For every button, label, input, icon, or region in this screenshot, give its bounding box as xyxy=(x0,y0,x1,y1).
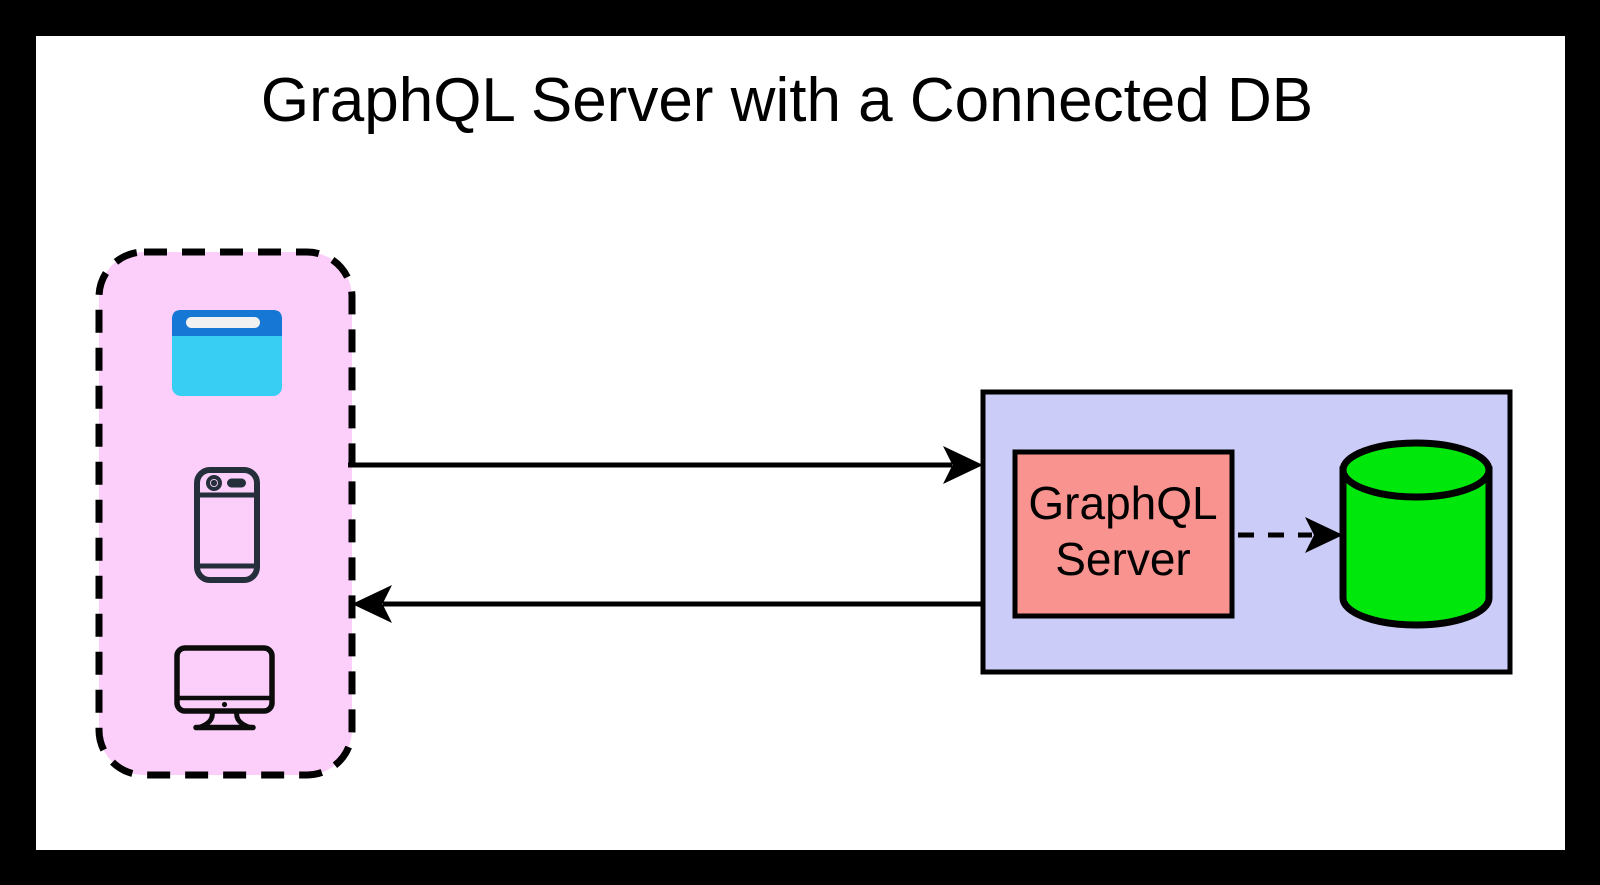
request-arrow xyxy=(348,446,983,484)
response-arrow xyxy=(352,585,983,623)
response-arrow-head xyxy=(352,585,392,623)
graphql-server-rect xyxy=(1012,449,1235,619)
monitor-screen xyxy=(174,645,275,714)
db-cylinder-body xyxy=(1339,466,1493,629)
graphql-server-label-line1: GraphQL xyxy=(1028,477,1217,529)
browser-icon xyxy=(172,310,282,396)
phone-speaker xyxy=(227,478,246,488)
db-cylinder-top xyxy=(1339,439,1493,501)
browser-urlbar xyxy=(186,317,260,328)
database-cylinder-icon xyxy=(1339,439,1493,629)
server-db-arrow-head xyxy=(1305,517,1343,553)
monitor-chin-dot xyxy=(221,701,228,708)
diagram-title: GraphQL Server with a Connected DB xyxy=(261,66,1313,135)
graphql-server-box: GraphQL Server xyxy=(1012,449,1235,619)
phone-outline xyxy=(194,467,260,583)
request-arrow-head xyxy=(943,446,983,484)
server-db-dashed-arrow xyxy=(1238,517,1343,553)
clients-group-box xyxy=(95,248,356,779)
mobile-phone-icon xyxy=(194,467,260,583)
graphql-server-label-line2: Server xyxy=(1055,533,1190,585)
phone-camera-center xyxy=(210,479,218,487)
desktop-monitor-icon xyxy=(174,645,275,731)
phone-camera-dot xyxy=(206,475,222,491)
